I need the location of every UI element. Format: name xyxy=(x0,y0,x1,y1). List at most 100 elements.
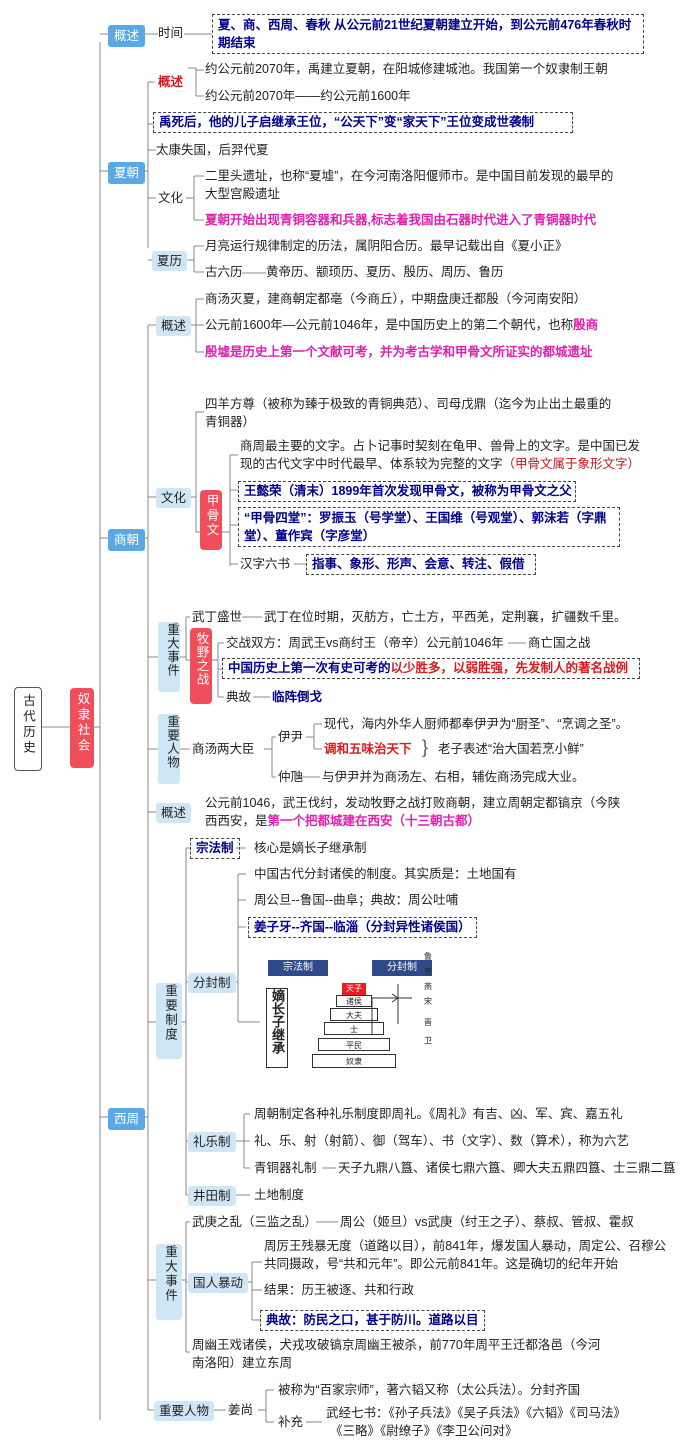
shang-events-label: 重大事件 xyxy=(165,623,179,677)
xia-calendar-2: 黄帝历、颛顼历、夏历、殷历、周历、鲁历 xyxy=(266,265,504,279)
shang-overview-2-text: 公元前1600年—公元前1046年，是中国历史上的第二个朝代，也称 xyxy=(205,318,574,332)
oracle-node[interactable]: 甲骨文 xyxy=(200,490,222,550)
root-label: 古代历史 xyxy=(21,694,35,756)
muye-1: 交战双方：周武王vs商纣王（帝辛）公元前1046年 xyxy=(226,636,504,650)
xizhou-systems-label: 重要制度 xyxy=(163,984,177,1042)
shang-culture-label: 文化 xyxy=(156,488,192,508)
wugeng-label: 武庚之乱（三监之乱） xyxy=(192,1215,318,1229)
jiangshang-2b: 《三略》《尉缭子》《李卫公问对》 xyxy=(330,1424,518,1438)
muye-3: 临阵倒戈 xyxy=(272,690,323,704)
xizhou-people-label: 重要人物 xyxy=(154,1401,215,1421)
wuding-label: 武丁盛世 xyxy=(192,610,243,624)
diagram-level-dafu: 大夫 xyxy=(330,1008,378,1021)
wugeng: 周公（姬旦）vs武庚（纣王之子）、蔡叔、管叔、霍叔 xyxy=(340,1215,634,1229)
xia-calendar-1: 月亮运行规律制定的历法，属阴阳合历。最早记载出自《夏小正》 xyxy=(205,239,568,253)
oracle-1-note: （甲骨文属于象形文字） xyxy=(502,457,641,471)
liyue-1: 周朝制定各种礼乐制度即周礼。《周礼》有吉、凶、军、宾、嘉五礼 xyxy=(254,1107,623,1121)
jiangshang-1: 被称为“百家宗师”，著六韬又称（太公兵法）。分封齐国 xyxy=(278,1383,581,1397)
xizhou-node[interactable]: 西周 xyxy=(108,1108,146,1130)
muye-label: 牧野之战 xyxy=(194,632,209,686)
oracle-label: 甲骨文 xyxy=(204,494,219,538)
xia-overview-1: 约公元前2070年，禹建立夏朝，在阳城修建城池。我国第一个奴隶制王朝 xyxy=(205,62,608,76)
shang-node[interactable]: 商朝 xyxy=(108,529,146,551)
fenfeng-2: 周公旦--鲁国--曲阜；典故：周公吐哺 xyxy=(254,893,459,907)
time-text: 夏、商、西周、春秋 从公元前21世纪夏朝建立开始，到公元前476年春秋时期结束 xyxy=(212,14,644,54)
shang-overview-3: 殷墟是历史上第一个文献可考，并为考古学和甲骨文所证实的都城遗址 xyxy=(205,345,593,359)
xizhou-systems-node[interactable]: 重要制度 xyxy=(156,983,182,1059)
zhonghui: 与伊尹并为商汤左、右相，辅佐商汤完成大业。 xyxy=(322,770,585,784)
yiyin-1: 现代，海内外华人厨师都奉伊尹为“厨圣”、“烹调之圣”。 xyxy=(324,717,629,731)
liyue-3-label: 青铜器礼制 xyxy=(254,1161,317,1175)
diagram-heir: 嫡长子继承 xyxy=(266,988,288,1068)
diagram-state-jin: 晋 xyxy=(424,1018,432,1027)
sixbook-label: 汉字六书 xyxy=(240,557,291,571)
diagram-state-wei: 卫 xyxy=(424,1036,432,1045)
xia-calendar-label: 夏历 xyxy=(152,251,188,271)
overview-node[interactable]: 概述 xyxy=(108,25,146,47)
xia-culture-label: 文化 xyxy=(158,191,184,205)
diagram-heir-label: 嫡长子继承 xyxy=(270,989,285,1054)
fenfeng-diagram: 宗法制 分封制 嫡长子继承 天子 诸侯 大夫 士 平民 奴隶 鲁 齐 燕 宋 晋… xyxy=(262,952,452,1076)
xia-taikang: 太康失国，后羿代夏 xyxy=(156,143,269,157)
yiyin-label: 伊尹 xyxy=(278,730,304,744)
shang-people-node[interactable]: 重要人物 xyxy=(158,714,180,784)
muye-2-text: 中国历史上第一次有史可考的 xyxy=(228,661,391,675)
oracle-3: “甲骨四堂”：罗振玉（号学堂）、王国维（号观堂）、郭沫若（字鼎堂）、董作宾（字彦… xyxy=(238,507,620,547)
era-node[interactable]: 奴隶社会 xyxy=(70,688,94,768)
shang-overview-label: 概述 xyxy=(156,316,192,336)
shang-overview-2: 公元前1600年—公元前1046年，是中国历史上的第二个朝代，也称殷商 xyxy=(205,317,598,334)
xia-erlitou: 二里头遗址，也称“夏墟”，在今河南洛阳偃师市。是中国目前发现的最早的大型宫殿遗址 xyxy=(205,169,614,201)
brace: } xyxy=(422,737,429,757)
youwang: 周幽王戏诸侯，犬戎攻破镐京周幽王被杀，前770年周平王迁都洛邑（今河南洛阳）建立… xyxy=(192,1338,601,1370)
fenfeng-1: 中国古代分封诸侯的制度。其实质是：土地国有 xyxy=(254,867,517,881)
xizhou-overview-highlight: 第一个把都城建在西安（十三朝古都） xyxy=(267,814,481,828)
guoren-3: 典故：防民之口，甚于防川。道路以目 xyxy=(260,1310,485,1331)
wuding: 武丁在位时期，灭舫方，亡土方，平西羌，定荆襄，扩疆数千里。 xyxy=(264,610,627,624)
xia-bronze: 夏朝开始出现青铜容器和兵器,标志着我国由石器时代进入了青铜器时代 xyxy=(205,213,596,227)
xizhou-overview-text: 公元前1046，武王伐纣，发动牧野之战打败商朝，建立周朝定都镐京（今陕西西安，是 xyxy=(205,796,621,828)
time-label: 时间 xyxy=(158,26,184,40)
muye-1-result: 商亡国之战 xyxy=(528,636,591,650)
shang-yinshang: 殷商 xyxy=(573,318,599,332)
xizhou-events-node[interactable]: 重大事件 xyxy=(156,1244,182,1320)
xia-calendar-2-label: 古六历 xyxy=(205,265,243,279)
liyue-label: 礼乐制 xyxy=(188,1132,236,1152)
xia-hereditary: 禹死后，他的儿子启继承王位，“公天下”变“家天下”王位变成世袭制 xyxy=(153,112,573,133)
jiangshang-2-label: 补充 xyxy=(278,1415,304,1429)
jiangshang-2a: 武经七书：《孙子兵法》《吴子兵法》《六韬》《司马法》 xyxy=(326,1406,627,1420)
fenfeng-3: 姜子牙--齐国--临淄（分封异性诸侯国） xyxy=(248,917,477,938)
liyue-2: 礼、乐、射（射箭）、御（驾车）、书（文字）、数（算术），称为六艺 xyxy=(254,1134,630,1148)
shang-events-node[interactable]: 重大事件 xyxy=(158,622,180,692)
oracle-1-text: 商周最主要的文字。占卜记事时契刻在龟甲、兽骨上的文字。是中国已发现的古代文字中时… xyxy=(240,439,641,471)
zongfa: 核心是嫡长子继承制 xyxy=(254,841,367,855)
laozi: 老子表述“治大国若烹小鲜” xyxy=(438,742,584,756)
zhonghui-label: 仲虺 xyxy=(278,770,304,784)
guoren-2: 结果：历王被逐、共和行政 xyxy=(264,1283,415,1297)
xia-node[interactable]: 夏朝 xyxy=(108,162,146,184)
xia-overview-2: 约公元前2070年——约公元前1600年 xyxy=(205,89,411,103)
diagram-zongfa: 宗法制 xyxy=(268,960,328,976)
muye-node[interactable]: 牧野之战 xyxy=(190,628,212,704)
xizhou-overview-label: 概述 xyxy=(156,803,192,823)
fenfeng-label: 分封制 xyxy=(188,973,236,993)
guoren-1: 周厉王残暴无度（道路以目），前841年，爆发国人暴动，周定公、召穆公共同摄政，号… xyxy=(264,1239,667,1271)
diagram-state-qi: 齐 xyxy=(424,967,432,976)
xizhou-events-label: 重大事件 xyxy=(163,1245,177,1303)
xizhou-overview: 公元前1046，武王伐纣，发动牧野之战打败商朝，建立周朝定都镐京（今陕西西安，是… xyxy=(205,794,625,830)
root-node[interactable]: 古代历史 xyxy=(14,687,42,771)
diagram-state-song: 宋 xyxy=(424,997,432,1006)
jingtian: 土地制度 xyxy=(254,1188,305,1202)
shang-people-label: 重要人物 xyxy=(165,715,179,769)
sixbook: 指事、象形、形声、会意、转注、假借 xyxy=(306,554,536,575)
twominister-label: 商汤两大臣 xyxy=(192,742,255,756)
xia-overview-label: 概述 xyxy=(158,75,184,89)
diagram-arrows xyxy=(371,984,412,1034)
zongfa-label: 宗法制 xyxy=(190,838,240,859)
era-label: 奴隶社会 xyxy=(75,692,90,754)
diagram-level-shi: 士 xyxy=(324,1022,384,1035)
diagram-level-nuli: 奴隶 xyxy=(312,1054,396,1068)
muye-2: 中国历史上第一次有史可考的以少胜多，以弱胜强，先发制人的著名战例 xyxy=(222,658,640,679)
diagram-fenfeng: 分封制 xyxy=(372,960,432,976)
shang-overview-1: 商汤灭夏，建商朝定都亳（今商丘），中期盘庚迁都殷（今河南安阳） xyxy=(205,292,587,306)
muye-3-label: 典故 xyxy=(226,690,252,704)
